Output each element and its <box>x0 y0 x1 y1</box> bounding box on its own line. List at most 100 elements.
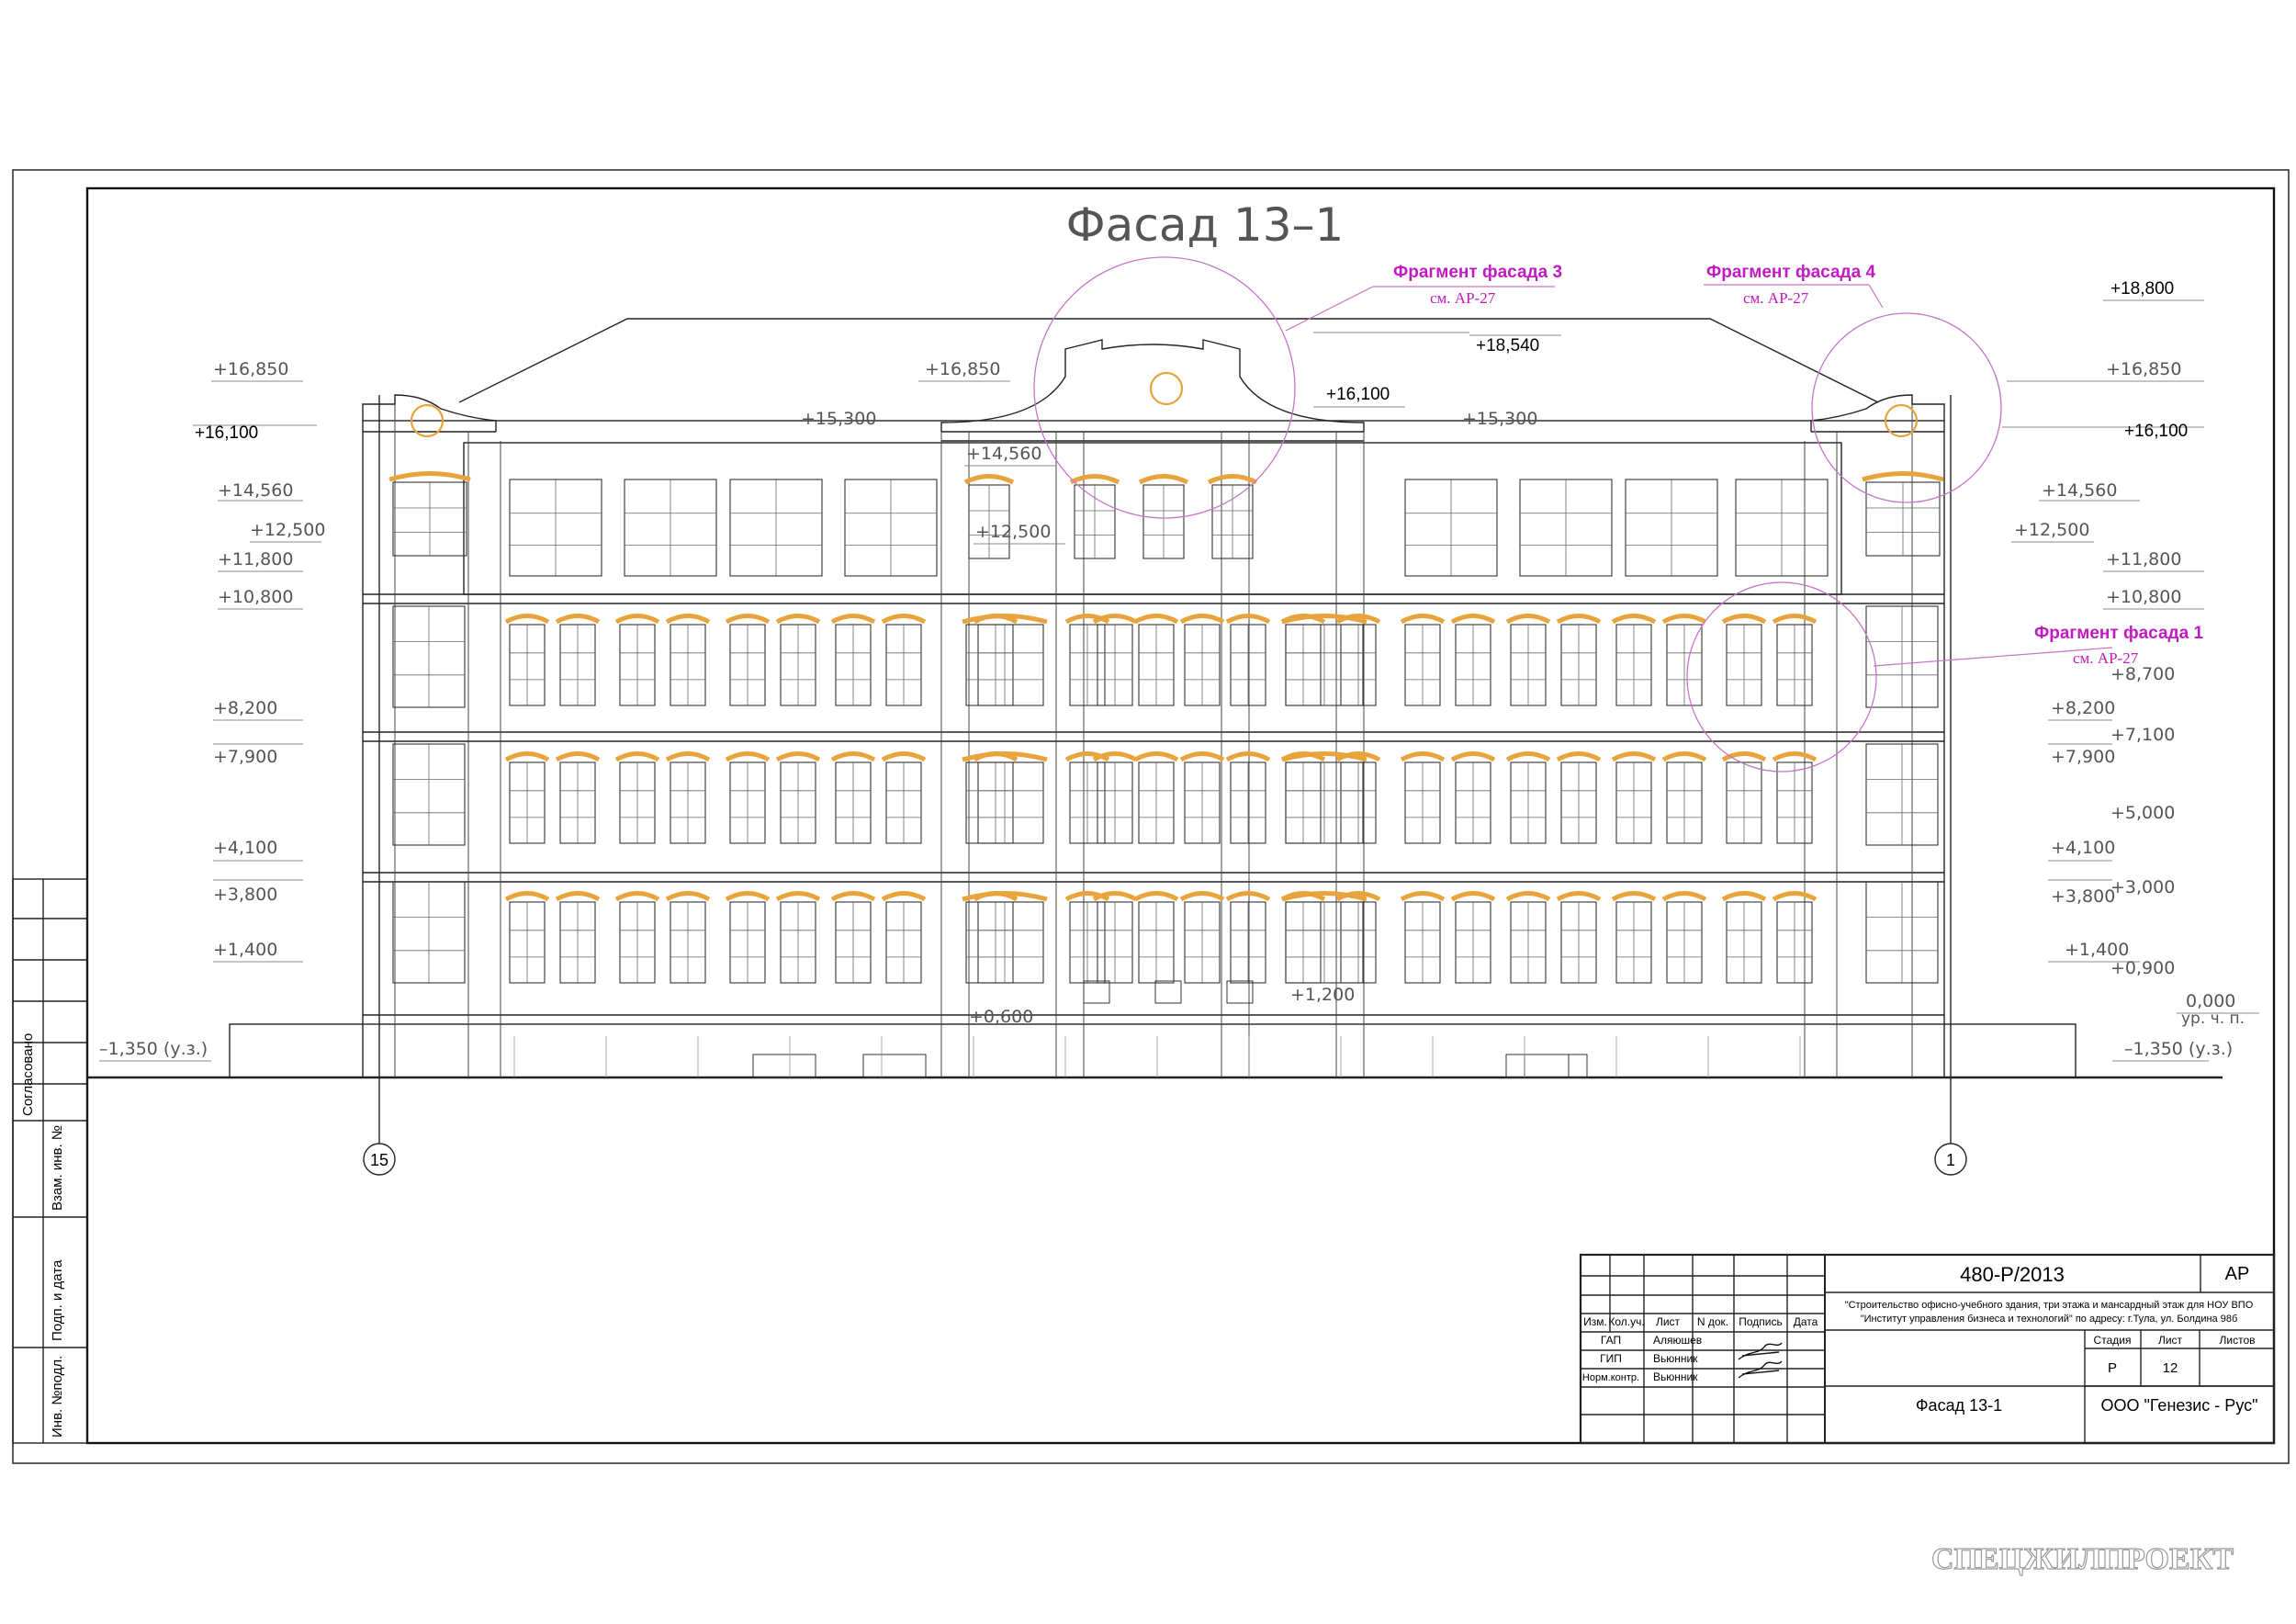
header-count: Кол.уч. <box>1608 1315 1644 1328</box>
window-arch <box>665 751 711 762</box>
level-right: +5,000 <box>2110 803 2175 823</box>
window-arch <box>1505 614 1551 625</box>
level-right: +18,800 <box>2110 279 2174 299</box>
level-left: +7,900 <box>213 747 277 767</box>
window-arch <box>725 614 771 625</box>
window-arch <box>725 891 771 902</box>
level-right: +7,100 <box>2110 725 2175 745</box>
window-arch <box>1556 751 1602 762</box>
level-center: +16,100 <box>1326 385 1390 404</box>
window-arch <box>1772 614 1818 625</box>
level-right: +11,800 <box>2106 549 2181 570</box>
window-arch <box>962 614 1048 625</box>
level-right: +1,400 <box>2065 940 2129 960</box>
window-arch <box>1505 891 1551 902</box>
level-center: +0,600 <box>969 1007 1033 1027</box>
level-right: +7,900 <box>2051 747 2115 767</box>
level-right: +16,850 <box>2106 359 2181 379</box>
level-left: +3,800 <box>213 885 277 905</box>
window-arch <box>1611 751 1657 762</box>
window-arch <box>504 614 550 625</box>
window-arch <box>1721 891 1767 902</box>
fragment-4-circle <box>1811 312 2002 503</box>
section-code: АР <box>2225 1264 2250 1284</box>
basement-window <box>752 1054 816 1078</box>
level-right: +10,800 <box>2106 587 2181 607</box>
basement-vent <box>1083 980 1110 1004</box>
level-right: +8,700 <box>2110 664 2175 684</box>
window-arch <box>830 614 876 625</box>
stage-header: Стадия <box>2094 1334 2132 1347</box>
window-arch <box>1179 614 1225 625</box>
doc-number: 480-Р/2013 <box>1960 1263 2065 1286</box>
basement <box>229 1023 2077 1078</box>
level-left: +16,100 <box>195 423 258 443</box>
window-arch <box>614 891 660 902</box>
axis-label-right: 1 <box>1946 1151 1955 1169</box>
window-arch <box>1207 474 1258 485</box>
stage-value: Р <box>2108 1360 2117 1376</box>
signature-2 <box>1738 1360 1783 1379</box>
level-center: +1,200 <box>1290 985 1355 1005</box>
level-left: –1,350 (у.з.) <box>99 1039 208 1059</box>
level-right: +14,560 <box>2042 480 2117 501</box>
level-center: +15,300 <box>1462 409 1537 429</box>
side-stamp <box>12 878 88 1444</box>
company-name: ООО "Генезис - Рус" <box>2101 1396 2258 1415</box>
window-arch <box>962 891 1048 902</box>
window-arch <box>1450 614 1496 625</box>
watermark: СПЕЦЖИЛПРОЕКТ <box>1931 1542 2234 1576</box>
window-arch <box>1092 891 1138 902</box>
fragment-4-label: Фрагмент фасада 4 <box>1706 263 1875 282</box>
window-arch <box>775 614 821 625</box>
roof-outline <box>458 318 1879 403</box>
level-left: +4,100 <box>213 838 277 858</box>
level-right: +3,800 <box>2051 886 2115 907</box>
window-arch <box>1611 891 1657 902</box>
window-arch <box>504 891 550 902</box>
levels-right: +18,800 +16,850 +16,100 +14,560 +12,500 … <box>2014 279 2245 1059</box>
window-arch <box>962 751 1048 762</box>
level-right: +0,900 <box>2110 958 2175 978</box>
fragment-3-ref: см. АР-27 <box>1430 289 1496 307</box>
window-arch <box>1064 614 1110 625</box>
window-arch <box>1179 891 1225 902</box>
window-arch <box>830 751 876 762</box>
level-right: ур. ч. п. <box>2181 1009 2245 1028</box>
window-arch <box>1661 891 1707 902</box>
fragment-3-circle <box>1033 256 1296 519</box>
window-arch <box>1138 474 1189 485</box>
level-left: +16,850 <box>213 359 288 379</box>
header-sheet: Лист <box>1656 1315 1681 1328</box>
window-arch <box>1281 614 1367 625</box>
stamp-inv-orig: Инв. №подл. <box>50 1356 65 1438</box>
role-gap: ГАП <box>1601 1334 1621 1347</box>
window-arch <box>1179 751 1225 762</box>
level-right: +3,000 <box>2110 877 2175 897</box>
sheet-outer-frame <box>12 169 2290 1464</box>
basement-window <box>862 1054 927 1078</box>
level-left: +14,560 <box>218 480 293 501</box>
level-left: +11,800 <box>218 549 293 570</box>
window-arch <box>1069 474 1120 485</box>
window-arch <box>775 891 821 902</box>
sheet-header: Лист <box>2158 1334 2183 1347</box>
window-arch <box>1225 614 1271 625</box>
window-arch <box>665 614 711 625</box>
fragment-1-circle <box>1686 581 1877 773</box>
window-arch <box>1772 751 1818 762</box>
level-right: –1,350 (у.з.) <box>2124 1039 2233 1059</box>
stamp-agreed: Согласовано <box>20 1033 36 1116</box>
window-arch <box>1400 614 1446 625</box>
window-arch <box>1064 751 1110 762</box>
window-arch <box>504 751 550 762</box>
window-arch <box>881 891 927 902</box>
window-arch <box>1556 614 1602 625</box>
role-gip: ГИП <box>1600 1352 1622 1365</box>
level-right: +16,100 <box>2124 422 2188 441</box>
main-body <box>362 420 1945 1078</box>
window-arch <box>1335 891 1381 902</box>
name-gap: Аляюшев <box>1653 1334 1702 1347</box>
basement-vent <box>1226 980 1254 1004</box>
window-arch <box>1335 751 1381 762</box>
